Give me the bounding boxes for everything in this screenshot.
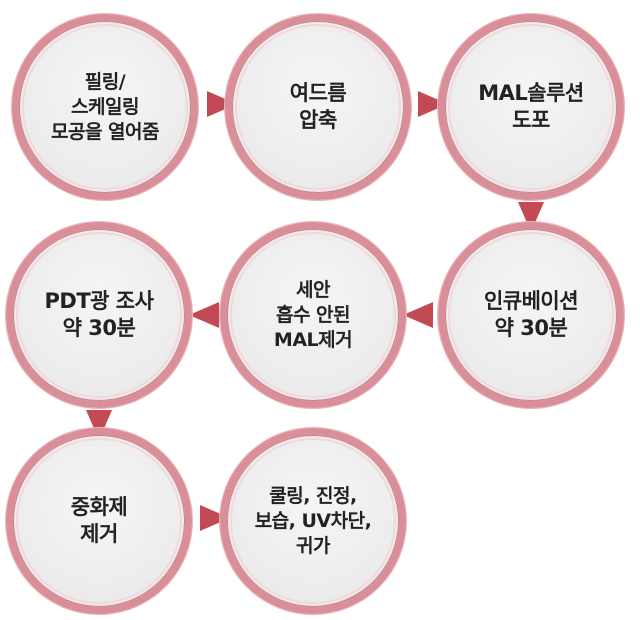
arrow-left-icon — [189, 302, 219, 328]
step-1-circle: 필링/ 스케일링 모공을 열어줌 — [12, 14, 198, 200]
step-5-circle: 세안 흡수 안된 MAL제거 — [220, 222, 406, 408]
step-3-label: MAL솔루션 도포 — [478, 81, 584, 132]
step-4-circle: 인큐베이션 약 30분 — [438, 222, 624, 408]
step-4-label: 인큐베이션 약 30분 — [483, 289, 579, 340]
step-7-circle: 중화제 제거 — [6, 428, 192, 614]
step-8-circle: 쿨링, 진정, 보습, UV차단, 귀가 — [220, 428, 406, 614]
step-7-label: 중화제 제거 — [70, 495, 128, 546]
step-5-label: 세안 흡수 안된 MAL제거 — [273, 278, 353, 351]
step-1-label: 필링/ 스케일링 모공을 열어줌 — [51, 70, 160, 143]
step-8-label: 쿨링, 진정, 보습, UV차단, 귀가 — [254, 484, 372, 557]
step-6-circle: PDT광 조사 약 30분 — [6, 222, 192, 408]
step-3-circle: MAL솔루션 도포 — [438, 14, 624, 200]
step-6-label: PDT광 조사 약 30분 — [44, 289, 154, 340]
step-2-label: 여드름 압축 — [289, 81, 347, 132]
step-2-circle: 여드름 압축 — [225, 14, 411, 200]
arrow-left-icon — [403, 302, 433, 328]
